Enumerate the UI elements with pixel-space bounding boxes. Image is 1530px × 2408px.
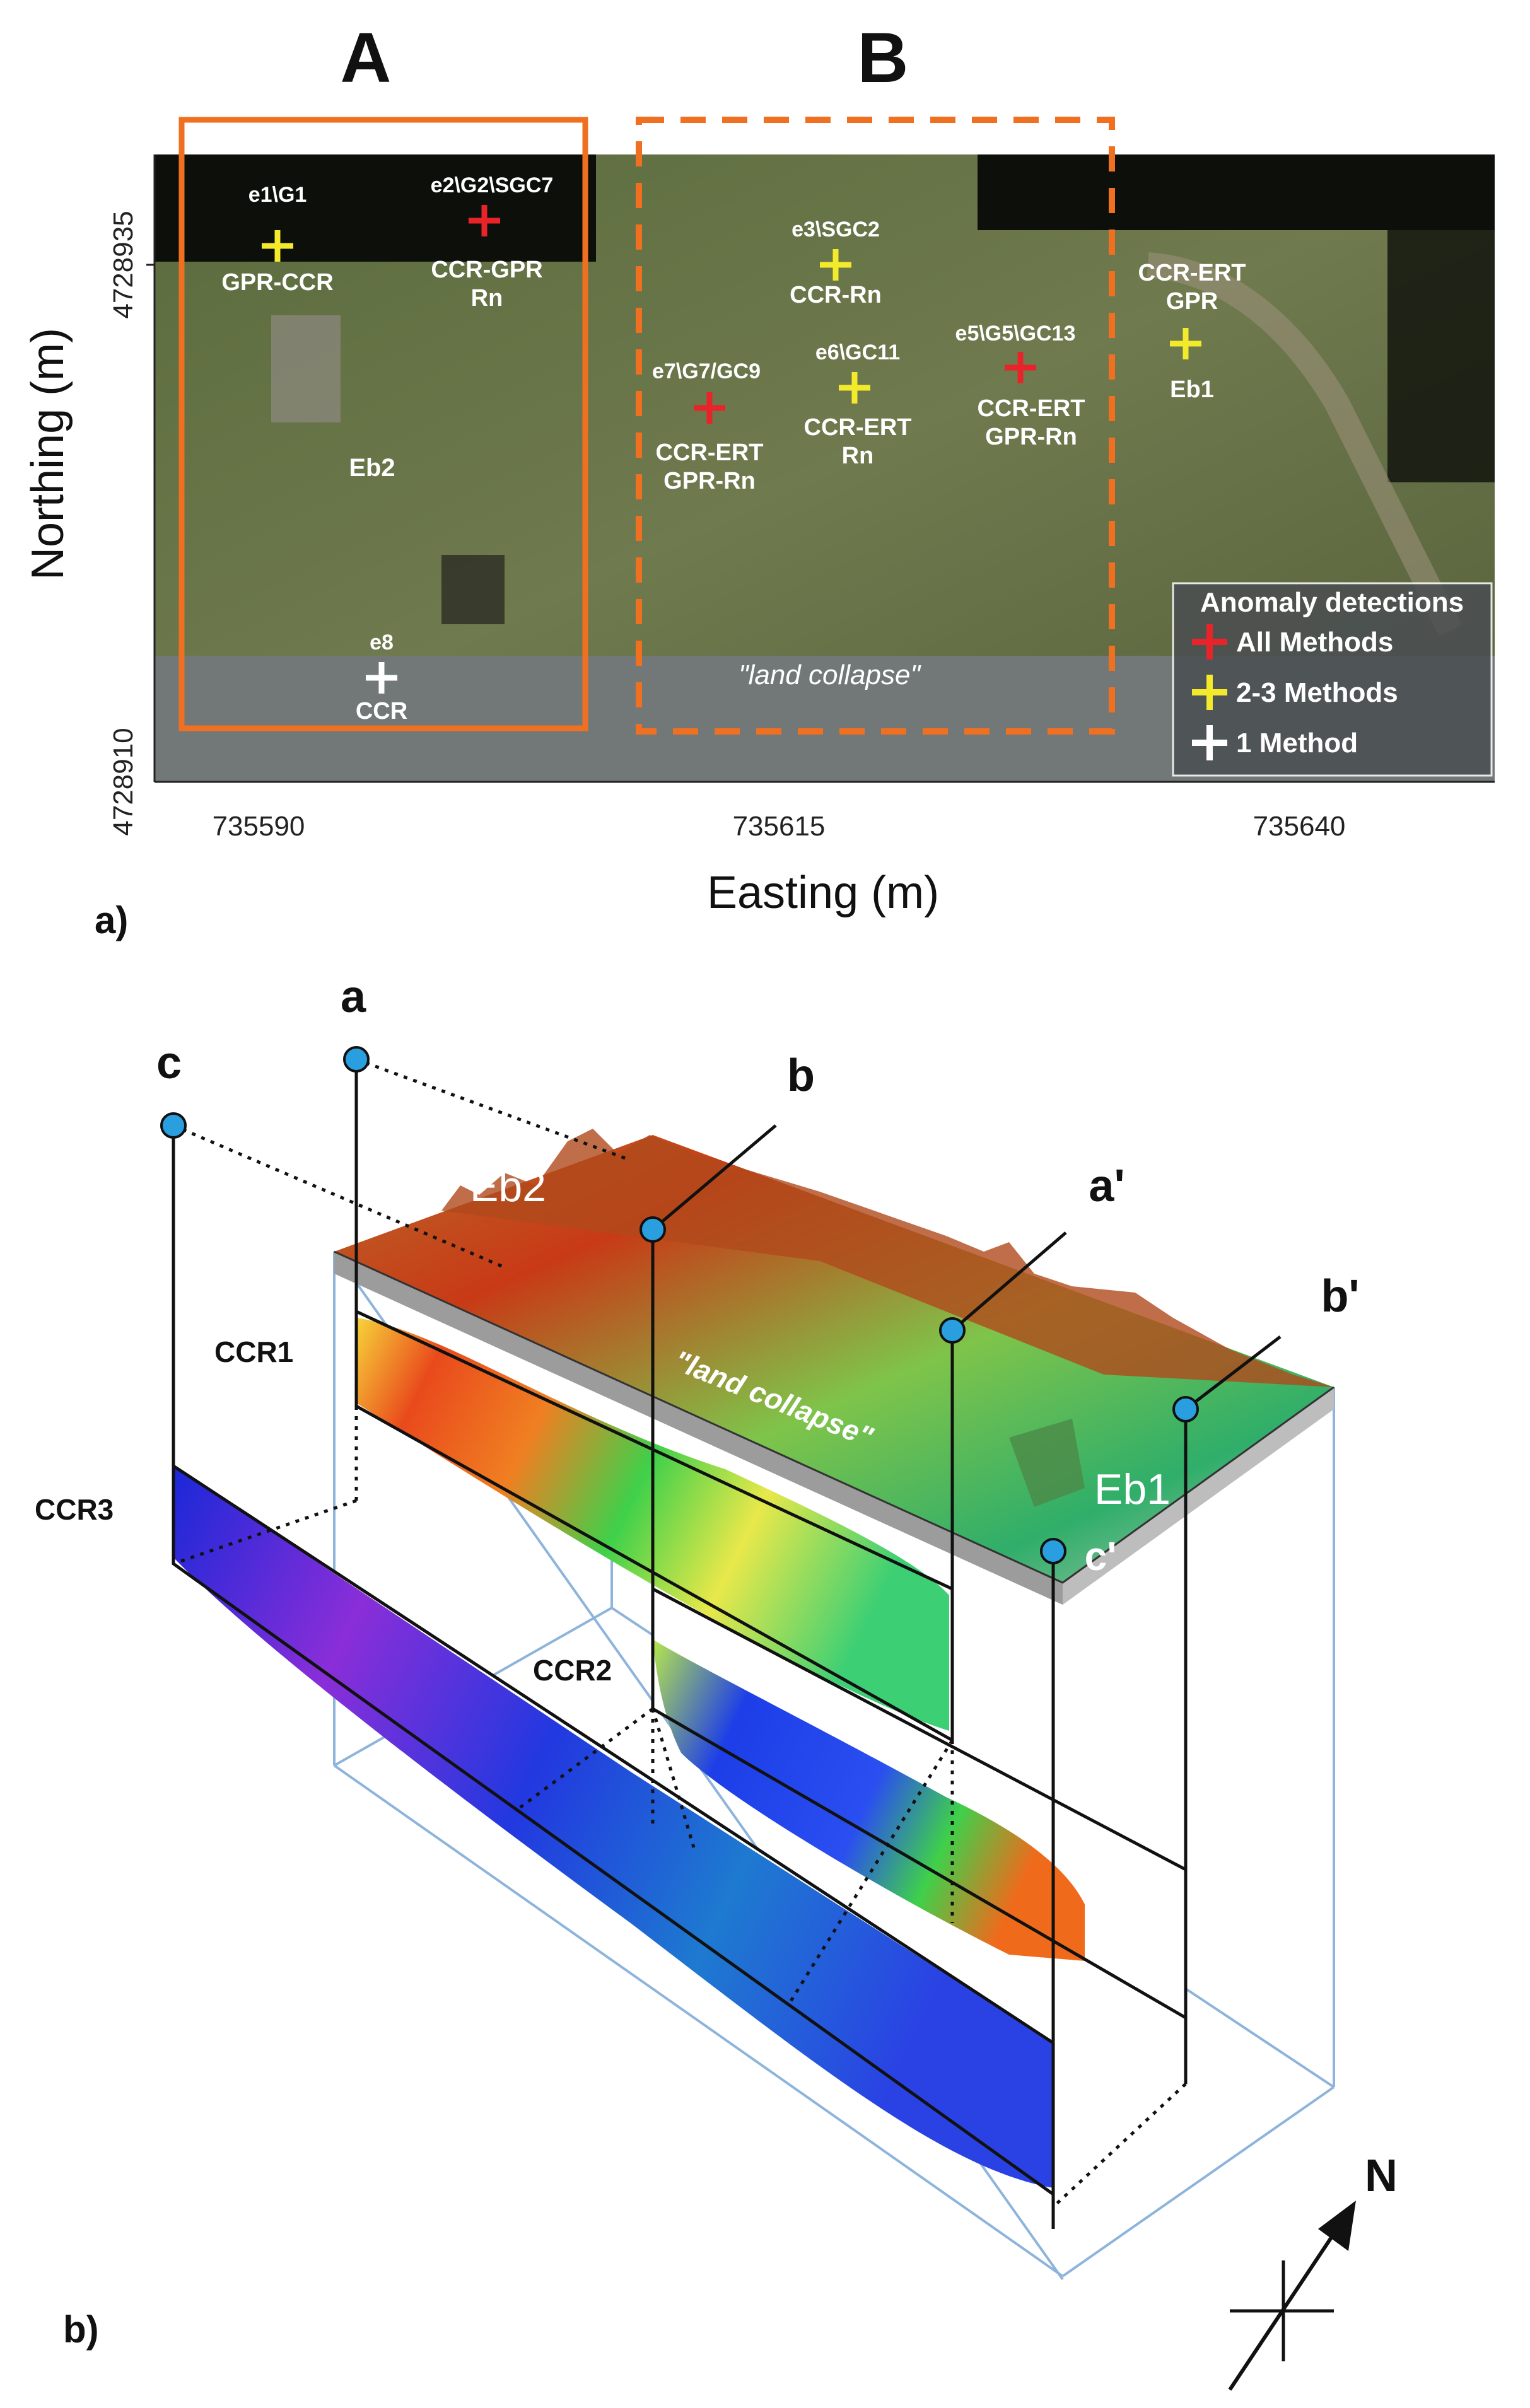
anomaly-point: e7\G7/GC9 CCR-ERT GPR-Rn — [652, 359, 763, 494]
panel-label-b: b) — [63, 2308, 99, 2351]
svg-text:CCR-ERT: CCR-ERT — [804, 414, 912, 441]
svg-text:CCR-ERT: CCR-ERT — [656, 439, 764, 466]
profile-label-a: a — [341, 972, 366, 1022]
plus-marker-red — [1192, 624, 1227, 660]
anomaly-point: CCR-ERT GPR Eb1 — [1138, 260, 1246, 403]
profile-marker — [1040, 1538, 1066, 1564]
plus-marker-red — [1005, 352, 1036, 383]
region-label-b: B — [858, 18, 909, 97]
plus-marker-yellow — [839, 372, 870, 404]
plus-marker-white — [366, 662, 397, 694]
profile-marker — [1172, 1396, 1199, 1422]
svg-text:GPR-Rn: GPR-Rn — [663, 468, 756, 494]
profile-label-c-prime: c' — [1085, 1533, 1117, 1579]
anomaly-point: e6\GC11 CCR-ERT Rn — [804, 340, 912, 469]
profile-marker — [160, 1112, 187, 1139]
section-label: CCR3 — [35, 1493, 114, 1526]
plus-marker-yellow — [1192, 675, 1227, 710]
profile-leader-lines — [651, 1124, 1282, 1410]
profile-label-c: c — [156, 1038, 182, 1088]
region-frame-a — [178, 117, 588, 731]
svg-text:CCR-GPR: CCR-GPR — [431, 257, 542, 283]
profile-marker — [343, 1046, 370, 1073]
profile-dotted-lines — [173, 1057, 1188, 2208]
svg-text:Rn: Rn — [842, 443, 874, 469]
plus-marker-yellow — [820, 249, 851, 281]
aerial-image — [155, 154, 1495, 782]
y-tick-label: 4728935 — [108, 211, 139, 318]
section-label: CCR2 — [533, 1654, 612, 1687]
svg-text:GPR: GPR — [1166, 288, 1218, 315]
north-arrow-icon: N — [1228, 2151, 1398, 2391]
svg-text:Eb1: Eb1 — [1170, 376, 1214, 403]
svg-text:CCR-Rn: CCR-Rn — [790, 282, 882, 308]
plus-marker-yellow — [262, 230, 293, 262]
profile-lines — [172, 1059, 1188, 2229]
plus-marker-red — [469, 205, 500, 236]
terrain-label-eb1: Eb1 — [1094, 1465, 1171, 1513]
svg-text:GPR-CCR: GPR-CCR — [221, 269, 333, 296]
site-label-eb2: Eb2 — [349, 454, 395, 482]
anomaly-point: e3\SGC2 CCR-Rn — [790, 218, 882, 308]
legend-title: Anomaly detections — [1200, 587, 1464, 618]
terrain-surface — [334, 1129, 1334, 1605]
svg-text:Rn: Rn — [471, 285, 503, 311]
svg-text:CCR-ERT: CCR-ERT — [978, 395, 1085, 422]
svg-text:CCR-ERT: CCR-ERT — [1138, 260, 1246, 286]
legend-label: 2-3 Methods — [1236, 677, 1398, 708]
panel-label-a: a) — [95, 899, 128, 941]
profile-label-b: b — [787, 1050, 815, 1101]
svg-text:e1\G1: e1\G1 — [248, 183, 307, 207]
anomaly-point: e8 CCR — [356, 631, 407, 724]
plus-marker-red — [694, 392, 725, 424]
anomaly-point: e5\G5\GC13 CCR-ERT GPR-Rn — [955, 322, 1085, 450]
plus-marker-yellow — [1170, 328, 1201, 359]
profile-marker — [639, 1216, 666, 1243]
legend-label: 1 Method — [1236, 728, 1358, 759]
profile-label-a-prime: a' — [1089, 1161, 1124, 1211]
plus-marker-white — [1192, 725, 1227, 760]
x-tick-label: 735615 — [733, 811, 826, 842]
svg-text:e3\SGC2: e3\SGC2 — [791, 218, 880, 241]
x-axis-title: Easting (m) — [707, 868, 939, 918]
svg-text:e2\G2\SGC7: e2\G2\SGC7 — [431, 173, 554, 197]
svg-text:e8: e8 — [370, 631, 394, 654]
section-label: CCR1 — [214, 1335, 293, 1368]
svg-text:CCR: CCR — [356, 698, 407, 724]
svg-text:e7\G7/GC9: e7\G7/GC9 — [652, 359, 761, 383]
y-axis-title: Northing (m) — [23, 328, 73, 580]
north-label: N — [1365, 2151, 1398, 2201]
x-tick-label: 735590 — [213, 811, 305, 842]
profile-label-b-prime: b' — [1321, 1271, 1359, 1322]
legend-label: All Methods — [1236, 627, 1393, 658]
x-tick-label: 735640 — [1253, 811, 1346, 842]
land-collapse-label: "land collapse" — [739, 660, 921, 690]
anomaly-point: e2\G2\SGC7 CCR-GPR Rn — [431, 173, 554, 311]
legend: Anomaly detections All Methods 2-3 Metho… — [1172, 582, 1493, 777]
svg-text:e6\GC11: e6\GC11 — [815, 340, 900, 364]
svg-text:GPR-Rn: GPR-Rn — [985, 424, 1077, 450]
profile-marker — [939, 1317, 966, 1344]
svg-text:e5\G5\GC13: e5\G5\GC13 — [955, 322, 1076, 346]
anomaly-point: e1\G1 GPR-CCR — [221, 183, 333, 296]
region-label-a: A — [341, 18, 392, 97]
y-tick-label: 4728910 — [108, 728, 139, 835]
terrain-label-eb2: Eb2 — [470, 1163, 546, 1211]
